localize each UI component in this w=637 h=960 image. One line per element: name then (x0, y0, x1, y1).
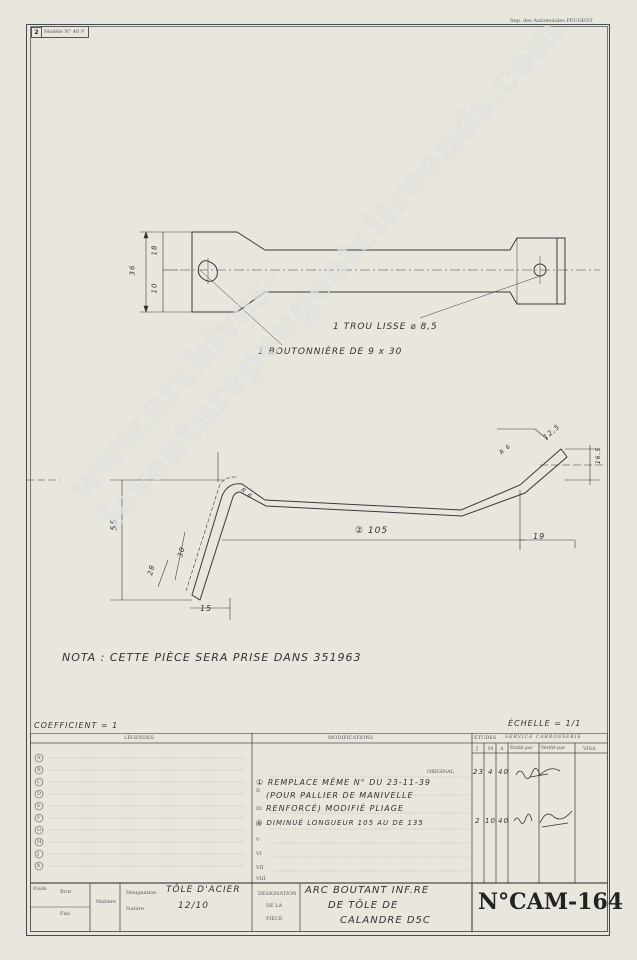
dim-19: 19 (533, 532, 546, 541)
dim-10: 10 (150, 282, 159, 294)
printer-label: Imp. des Automobiles PEUGEOT (510, 18, 593, 24)
model-label: Modèle N° 40 P (44, 29, 85, 35)
legend-letter-d: D (37, 791, 42, 797)
nota-note: NOTA : CETTE PIÈCE SERA PRISE DANS 35196… (62, 651, 362, 664)
coefficient: COEFFICIENT = 1 (34, 721, 119, 730)
col-m: M (488, 746, 494, 752)
matiere-designation: TÔLE D'ACIER (166, 885, 241, 895)
top-view-dims (140, 231, 541, 346)
dim-15: 15 (200, 604, 213, 613)
piece-line-3: CALANDRE D5C (340, 915, 431, 926)
date2-year: 40 (498, 817, 509, 825)
legend-letter-b: B (37, 767, 41, 773)
date2-day: 2 (475, 817, 481, 825)
legend-letter-f: F (37, 815, 41, 821)
note-hole: 1 TROU LISSE ⌀ 8,5 (333, 322, 438, 332)
col-verifie: Vérifié par (541, 746, 565, 751)
drawing-number: N°CAM-164 (478, 889, 624, 915)
mod-line-4: ② DIMINUÉ LONGUEUR 105 AU DE 135 (256, 819, 424, 827)
date1-day: 23 (473, 768, 484, 776)
title-block-grid (30, 733, 608, 932)
title-block: LÉGENDES MODIFICATIONS ÉTUDES SERVICE CA… (30, 733, 608, 932)
date1-month: 4 (488, 768, 494, 776)
piece-label-3: PIÈCE (266, 916, 283, 922)
legend-letter-h: H (37, 839, 42, 845)
signatures (513, 768, 573, 828)
model-box (41, 26, 89, 38)
side-view-dims (26, 428, 604, 620)
legendes-header: LÉGENDES (124, 735, 155, 741)
echelle: ÉCHELLE = 1/1 (508, 719, 582, 728)
piece-label-1: DÉSIGNATION (258, 891, 297, 897)
fini-label: Fini (60, 911, 70, 917)
designation-label: Désignation (126, 890, 157, 896)
mod-line-2: (POUR PALLIER DE MANIVELLE (266, 791, 414, 800)
note-slot: 1 BOUTONNIÈRE DE 9 x 30 (258, 347, 403, 357)
mod-line-3: RENFORCÉ) MODIFIÉ PLIAGE (266, 804, 405, 813)
etudes-header: ÉTUDES (474, 735, 497, 741)
row-ii: II (256, 788, 260, 794)
service-label: SERVICE CARROSSERIE (505, 735, 582, 740)
matiere-label: Matière (96, 899, 117, 905)
piece-line-2: DE TÔLE DE (328, 900, 399, 911)
piece-label-2: DE LA (266, 903, 283, 909)
matiere-nature: 12/10 (178, 901, 209, 911)
brut-label: Brut (60, 889, 72, 895)
row-vi: VI (256, 851, 262, 857)
sheet-number: 2 (34, 29, 39, 36)
col-visa: VISA (583, 746, 596, 752)
row-iv: IV (256, 822, 262, 828)
mod-line-1: ① REMPLACE MÊME N° DU 23-11-39 (256, 778, 432, 787)
legend-letter-k: K (37, 863, 41, 869)
piece-line-1: ARC BOUTANT INF.RE (305, 885, 430, 896)
side-view-part (185, 448, 568, 601)
row-iii: III (256, 806, 262, 812)
col-etabli: Établi par (510, 746, 533, 751)
row-viii: VIII (256, 876, 266, 882)
poids-label: Poids (33, 886, 47, 892)
top-view-part (180, 231, 600, 313)
row-original: ORIGINAL (427, 769, 455, 775)
legend-letter-a: A (37, 755, 41, 761)
legend-letter-g: G (37, 827, 41, 833)
dim-105: ② 105 (355, 526, 389, 536)
date1-year: 40 (498, 768, 509, 776)
legend-letter-j: J (37, 851, 40, 857)
legend-letter-e: E (37, 803, 41, 809)
dim-16-5: 16,5 (595, 446, 603, 465)
row-vii: VII (256, 865, 264, 871)
col-j: J (476, 746, 479, 752)
dim-36: 36 (128, 264, 137, 276)
row-v: V (256, 837, 260, 843)
legend-letter-c: C (37, 779, 41, 785)
nature-label: Nature (126, 906, 144, 912)
dim-18: 18 (150, 244, 159, 256)
date2-month: 10 (485, 817, 496, 825)
col-a: A (500, 746, 504, 752)
modifications-header: MODIFICATIONS (328, 735, 374, 741)
